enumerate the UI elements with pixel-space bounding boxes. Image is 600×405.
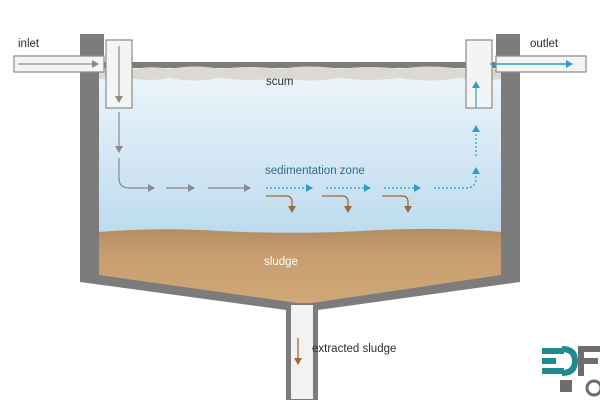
settling-arrow-2: [322, 195, 352, 213]
scum-layer: [99, 66, 501, 81]
water-region: [99, 68, 501, 238]
sedimentation-zone-label: sedimentation zone: [265, 165, 365, 177]
extraction-pipe: [289, 303, 315, 401]
flow-curve-up: [434, 167, 480, 189]
settling-arrow-3: [382, 195, 412, 213]
settling-arrow-1: [266, 195, 296, 213]
inlet-label: inlet: [18, 38, 40, 50]
flow-curve: [118, 158, 155, 192]
outlet-baffle: [465, 39, 493, 109]
sludge-region: [99, 228, 501, 304]
company-gear-logo: [542, 346, 600, 397]
extracted-sludge-label: extracted sludge: [312, 343, 397, 355]
sludge-label: sludge: [264, 256, 298, 268]
outlet-label: outlet: [530, 38, 559, 50]
scum-label: scum: [266, 76, 294, 88]
